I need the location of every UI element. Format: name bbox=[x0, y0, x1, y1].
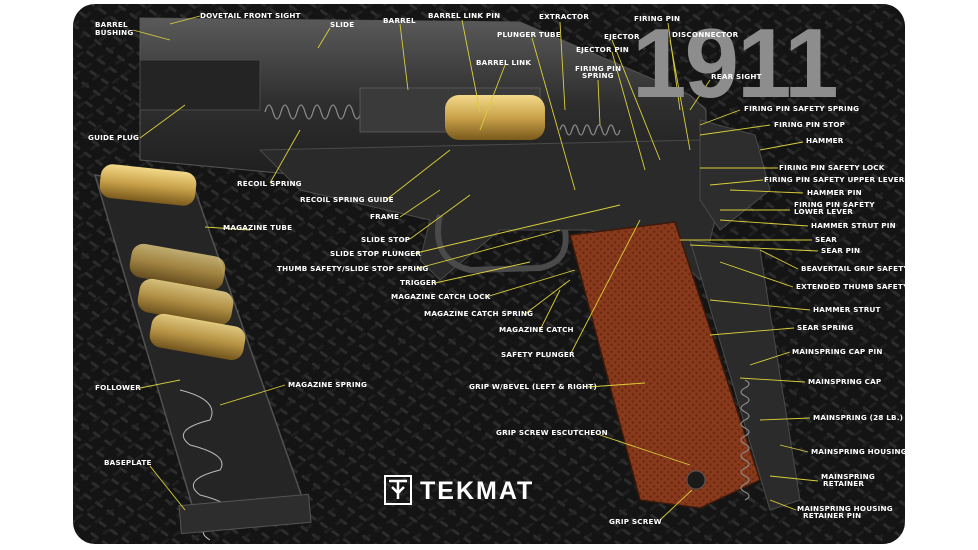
label-recoil-spring: RECOIL SPRING bbox=[237, 179, 302, 188]
label-plunger-tube: PLUNGER TUBE bbox=[497, 30, 561, 39]
label-barrel-link: BARREL LINK bbox=[476, 58, 532, 67]
label-ejector: EJECTOR bbox=[604, 32, 640, 41]
label-rear-sight: REAR SIGHT bbox=[711, 72, 762, 81]
label-mainspring-cap: MAINSPRING CAP bbox=[808, 377, 882, 386]
label-trigger: TRIGGER bbox=[400, 278, 437, 287]
magazine-illustration bbox=[93, 164, 312, 541]
label-hammer-pin: HAMMER PIN bbox=[807, 188, 862, 197]
label-slide-stop: SLIDE STOP bbox=[361, 235, 411, 244]
label-slide: SLIDE bbox=[330, 20, 355, 29]
label-magazine-catch-lock: MAGAZINE CATCH LOCK bbox=[391, 292, 491, 301]
label-mainspring-retainer-line2: RETAINER bbox=[823, 479, 865, 488]
label-firing-pin-safety-spring: FIRING PIN SAFETY SPRING bbox=[744, 104, 860, 113]
label-firing-pin-spring-line2: SPRING bbox=[582, 71, 614, 80]
label-firing-pin: FIRING PIN bbox=[634, 14, 681, 23]
label-firing-pin-safety-lock: FIRING PIN SAFETY LOCK bbox=[779, 163, 885, 172]
label-barrel-bushing-line2: BUSHING bbox=[95, 28, 134, 37]
label-recoil-spring-guide: RECOIL SPRING GUIDE bbox=[300, 195, 394, 204]
label-firing-pin-safety-upper-lever: FIRING PIN SAFETY UPPER LEVER bbox=[764, 175, 905, 184]
label-thumb-safety-slide-stop-spring: THUMB SAFETY/SLIDE STOP SPRING bbox=[277, 264, 429, 273]
label-hammer: HAMMER bbox=[806, 136, 844, 145]
label-firing-pin-stop: FIRING PIN STOP bbox=[774, 120, 846, 129]
tekmat-logo-icon bbox=[384, 475, 412, 505]
leader-lines bbox=[132, 15, 819, 521]
label-firing-pin-safety-lower-lever-line1: FIRING PIN SAFETY bbox=[794, 200, 875, 209]
label-grip-w-bevel: GRIP W/BEVEL (LEFT & RIGHT) bbox=[469, 382, 597, 391]
label-sear-pin: SEAR PIN bbox=[821, 246, 861, 255]
label-safety-plunger: SAFETY PLUNGER bbox=[501, 350, 575, 359]
label-mainspring: MAINSPRING (28 LB.) bbox=[813, 413, 904, 422]
label-mainspring-retainer-line1: MAINSPRING bbox=[821, 472, 875, 481]
label-firing-pin-safety-lower-lever-line2: LOWER LEVER bbox=[794, 207, 854, 216]
brand-logo-text: TEKMAT bbox=[420, 477, 535, 505]
label-guide-plug: GUIDE PLUG bbox=[88, 133, 140, 142]
label-magazine-tube: MAGAZINE TUBE bbox=[223, 223, 293, 232]
label-hammer-strut: HAMMER STRUT bbox=[813, 305, 881, 314]
label-extended-thumb-safety: EXTENDED THUMB SAFETY bbox=[796, 282, 909, 291]
label-mainspring-housing-retainer-pin-line2: RETAINER PIN bbox=[803, 511, 862, 520]
label-barrel-bushing-line1: BARREL bbox=[95, 20, 128, 29]
label-ejector-pin: EJECTOR PIN bbox=[576, 45, 629, 54]
label-barrel: BARREL bbox=[383, 16, 416, 25]
label-magazine-catch-spring: MAGAZINE CATCH SPRING bbox=[424, 309, 534, 318]
label-magazine-spring: MAGAZINE SPRING bbox=[288, 380, 368, 389]
mat-title: 1911 bbox=[632, 8, 839, 118]
label-mainspring-housing-retainer-pin-line1: MAINSPRING HOUSING bbox=[797, 504, 893, 513]
label-barrel-link-pin: BARREL LINK PIN bbox=[428, 11, 501, 20]
label-baseplate: BASEPLATE bbox=[104, 458, 152, 467]
label-grip-screw: GRIP SCREW bbox=[609, 517, 662, 526]
label-follower: FOLLOWER bbox=[95, 383, 142, 392]
pistol-illustration bbox=[139, 17, 801, 511]
label-firing-pin-spring-line1: FIRING PIN bbox=[575, 64, 622, 73]
label-hammer-strut-pin: HAMMER STRUT PIN bbox=[811, 221, 896, 230]
label-disconnector: DISCONNECTOR bbox=[672, 30, 739, 39]
label-beavertail-grip-safety: BEAVERTAIL GRIP SAFETY bbox=[801, 264, 909, 273]
label-magazine-catch: MAGAZINE CATCH bbox=[499, 325, 574, 334]
label-mainspring-cap-pin: MAINSPRING CAP PIN bbox=[792, 347, 883, 356]
label-mainspring-housing: MAINSPRING HOUSING bbox=[811, 447, 907, 456]
label-frame: FRAME bbox=[370, 212, 400, 221]
label-slide-stop-plunger: SLIDE STOP PLUNGER bbox=[330, 249, 422, 258]
label-sear-spring: SEAR SPRING bbox=[797, 323, 854, 332]
label-sear: SEAR bbox=[815, 235, 837, 244]
label-dovetail-front-sight: DOVETAIL FRONT SIGHT bbox=[200, 11, 301, 20]
label-grip-screw-escutcheon: GRIP SCREW ESCUTCHEON bbox=[496, 428, 608, 437]
label-extractor: EXTRACTOR bbox=[539, 12, 590, 21]
